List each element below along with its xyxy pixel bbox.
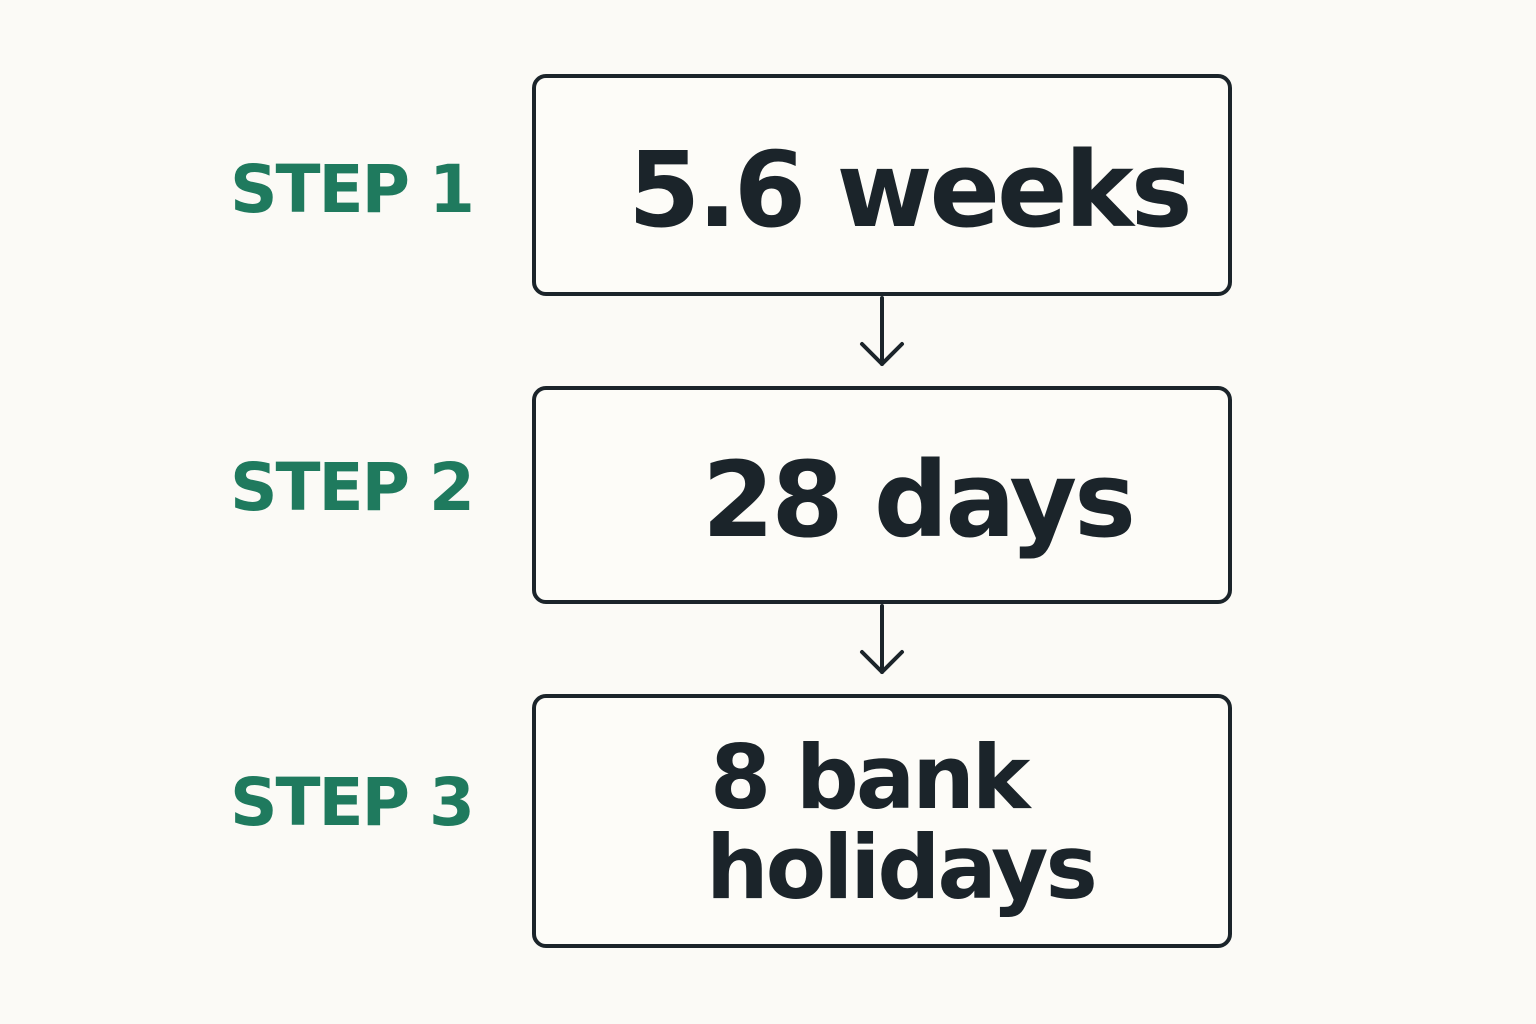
step-3-label: STEP 3 (230, 764, 475, 841)
step-2-label: STEP 2 (230, 449, 475, 526)
step-1-value: 5.6 weeks (628, 129, 1193, 251)
step-3-value-line-1: 8 bank (710, 726, 1030, 829)
step-3-value-line-2: holidays (706, 816, 1098, 919)
arrow-down-icon (860, 604, 904, 674)
step-2-value: 28 days (702, 439, 1136, 561)
step-3-box: 8 bank holidays (532, 694, 1232, 948)
step-2-box: 28 days (532, 386, 1232, 604)
step-1-box: 5.6 weeks (532, 74, 1232, 296)
arrow-down-icon (860, 296, 904, 366)
step-1-label: STEP 1 (230, 151, 475, 228)
